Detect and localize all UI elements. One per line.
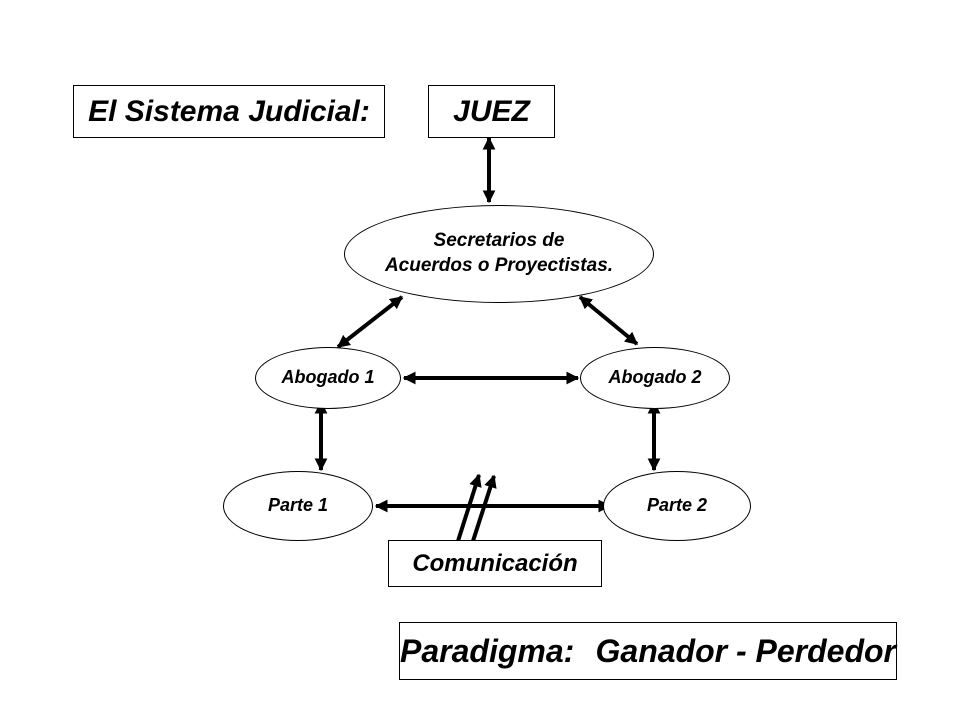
- party1-label: Parte 1: [267, 495, 329, 516]
- party2-node: Parte 2: [603, 471, 751, 541]
- paradigm-box: Paradigma: Ganador - Perdedor: [399, 622, 897, 680]
- secretaries-node: Secretarios de Acuerdos o Proyectistas.: [344, 205, 654, 303]
- judge-box: JUEZ: [428, 85, 555, 138]
- arrow-secretaries-lawyer2: [578, 295, 639, 346]
- lawyer1-node: Abogado 1: [255, 347, 401, 409]
- party2-label: Parte 2: [646, 495, 708, 516]
- system-title-box: El Sistema Judicial:: [73, 85, 385, 138]
- comm-break-line-1: [456, 473, 482, 542]
- lawyer2-node: Abogado 2: [580, 347, 730, 409]
- arrow-secretaries-lawyer1: [336, 295, 404, 349]
- paradigm-value: Ganador - Perdedor: [595, 632, 897, 669]
- lawyer2-label: Abogado 2: [608, 367, 702, 388]
- paradigm-label: Paradigma:: [400, 632, 575, 669]
- party1-node: Parte 1: [223, 471, 373, 541]
- secretaries-label-line2: Acuerdos o Proyectistas.: [384, 255, 614, 276]
- comm-break-line-2: [471, 474, 497, 542]
- communication-label: Comunicación: [412, 549, 578, 577]
- lawyer1-label: Abogado 1: [281, 367, 375, 388]
- system-title: El Sistema Judicial:: [88, 94, 370, 128]
- secretaries-label-line1: Secretarios de: [433, 230, 565, 252]
- judge-label: JUEZ: [453, 94, 530, 128]
- communication-box: Comunicación: [388, 540, 602, 587]
